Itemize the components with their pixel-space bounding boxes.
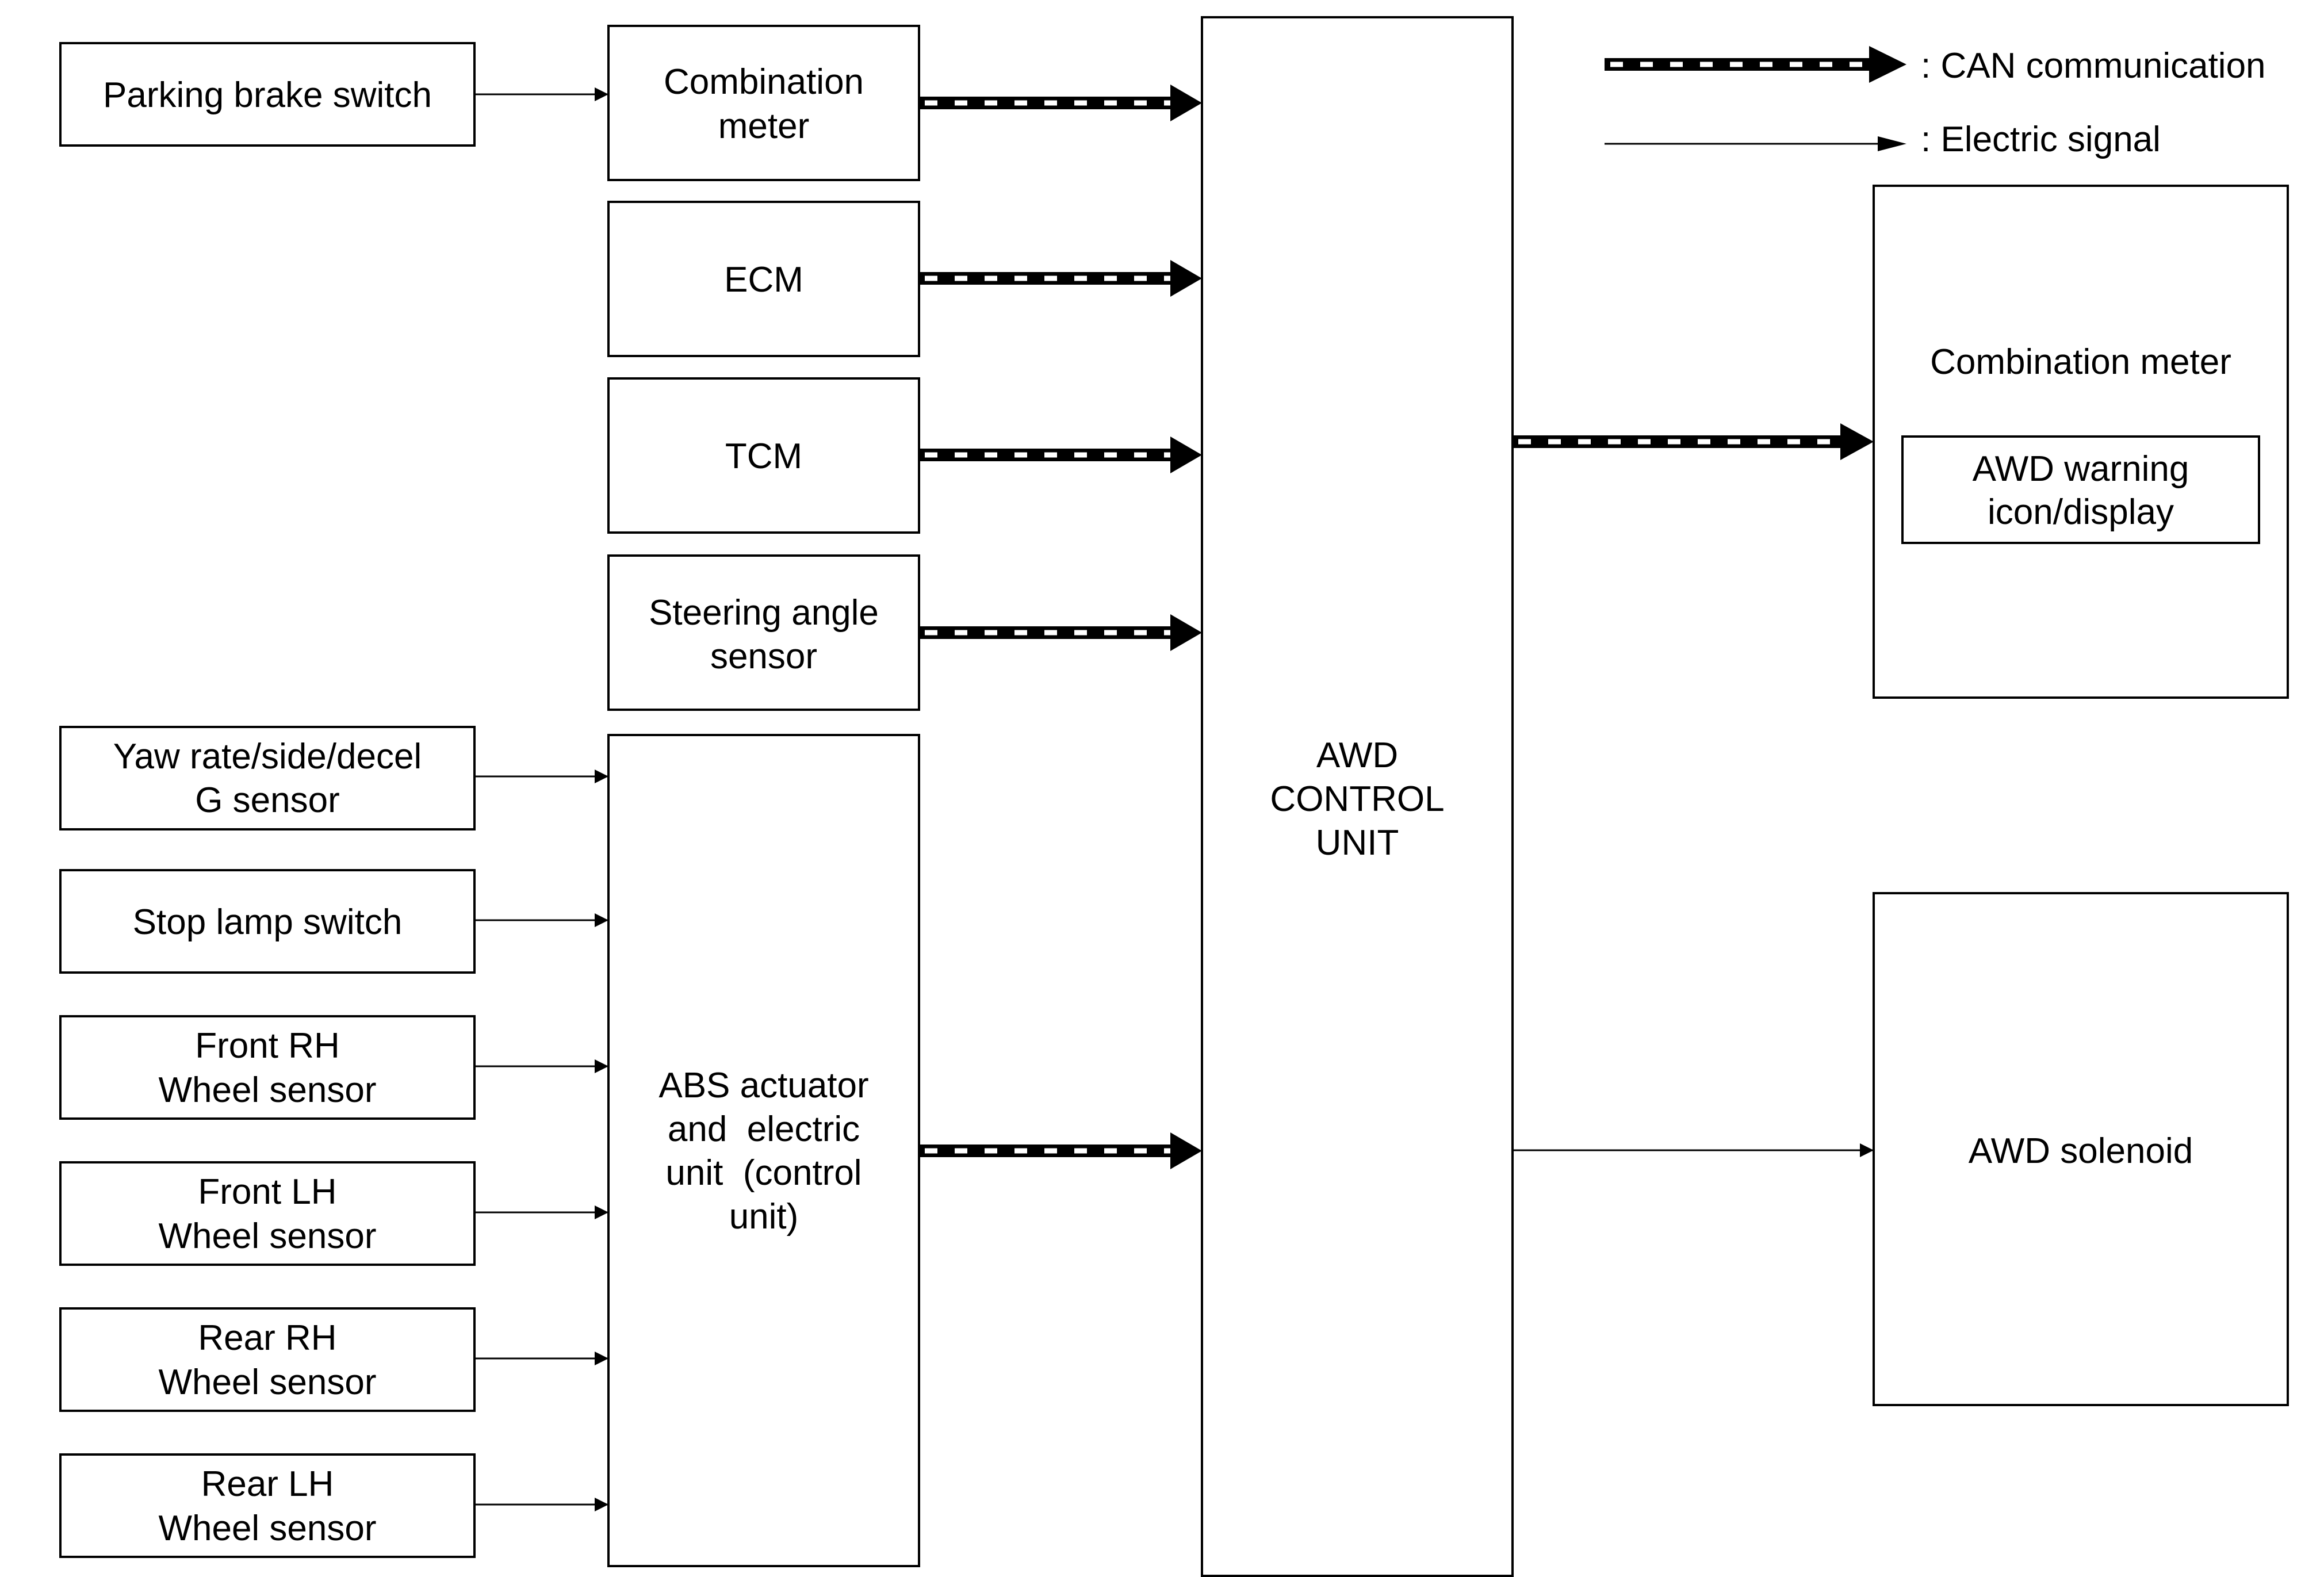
awd-warning-line-2: icon/display xyxy=(1988,492,2174,532)
can-arrow-combination-meter xyxy=(919,85,1202,121)
front-lh-wheel-sensor-line-2: Wheel sensor xyxy=(158,1216,376,1256)
can-arrow-abs-unit xyxy=(919,1132,1202,1169)
input-parking-brake-switch: Parking brake switch xyxy=(59,42,476,147)
ecm-label: ECM xyxy=(724,260,803,300)
input-front-rh-wheel-sensor: Front RH Wheel sensor xyxy=(59,1015,476,1120)
input-rear-lh-wheel-sensor: Rear LH Wheel sensor xyxy=(59,1453,476,1558)
rear-lh-wheel-sensor-line-2: Wheel sensor xyxy=(158,1509,376,1548)
output-combination-meter: Combination meter AWD warning icon/displ… xyxy=(1873,185,2289,699)
rear-lh-wheel-sensor-line-1: Rear LH xyxy=(201,1464,334,1504)
output-awd-solenoid: AWD solenoid xyxy=(1873,892,2289,1406)
can-arrow-ecm xyxy=(919,260,1202,297)
awd-control-unit-line-2: CONTROL xyxy=(1270,779,1444,819)
front-lh-wheel-sensor-line-1: Front LH xyxy=(198,1172,336,1212)
input-stop-lamp-switch: Stop lamp switch xyxy=(59,869,476,974)
input-yaw-rate-sensor: Yaw rate/side/decel G sensor xyxy=(59,726,476,830)
combination-meter-line-1: Combination xyxy=(664,62,864,102)
can-arrow-steering-angle xyxy=(919,614,1202,651)
stop-lamp-switch-label: Stop lamp switch xyxy=(133,902,403,942)
legend: : CAN communication : Electric signal xyxy=(1605,46,2266,159)
abs-unit-line-4: unit) xyxy=(729,1197,799,1237)
module-tcm: TCM xyxy=(607,377,920,534)
tcm-label: TCM xyxy=(725,437,802,476)
rear-rh-wheel-sensor-line-2: Wheel sensor xyxy=(158,1362,376,1402)
steering-angle-sensor-line-2: sensor xyxy=(710,637,817,676)
awd-warning-display: AWD warning icon/display xyxy=(1901,435,2260,544)
module-abs-unit: ABS actuator and electric unit (control … xyxy=(607,734,920,1567)
abs-unit-line-1: ABS actuator xyxy=(658,1066,868,1105)
input-rear-rh-wheel-sensor: Rear RH Wheel sensor xyxy=(59,1307,476,1412)
front-rh-wheel-sensor-line-1: Front RH xyxy=(195,1026,339,1066)
abs-unit-line-3: unit (control xyxy=(665,1153,862,1193)
can-arrow-tcm xyxy=(919,437,1202,473)
legend-can-arrow xyxy=(1605,46,1906,83)
electric-signal-wires-left xyxy=(474,87,608,1511)
combination-meter-line-2: meter xyxy=(718,106,809,146)
can-arrow-to-combination-meter xyxy=(1513,423,1874,460)
legend-electric-arrowhead xyxy=(1878,136,1906,151)
can-arrows-left xyxy=(919,85,1202,1169)
legend-can-label: : CAN communication xyxy=(1921,46,2266,86)
abs-unit-line-2: and electric xyxy=(668,1109,860,1149)
awd-warning-line-1: AWD warning xyxy=(1973,449,2189,489)
awd-control-unit-line-1: AWD xyxy=(1316,736,1398,775)
module-combination-meter: Combination meter xyxy=(607,25,920,181)
parking-brake-switch-label: Parking brake switch xyxy=(103,75,432,115)
module-steering-angle-sensor: Steering angle sensor xyxy=(607,554,920,711)
awd-control-unit-line-3: UNIT xyxy=(1316,823,1399,863)
yaw-rate-sensor-line-2: G sensor xyxy=(195,780,340,820)
legend-electric-label: : Electric signal xyxy=(1921,120,2161,159)
front-rh-wheel-sensor-line-2: Wheel sensor xyxy=(158,1070,376,1110)
input-front-lh-wheel-sensor: Front LH Wheel sensor xyxy=(59,1161,476,1266)
rear-rh-wheel-sensor-line-1: Rear RH xyxy=(198,1318,336,1358)
steering-angle-sensor-line-1: Steering angle xyxy=(649,593,879,633)
output-combination-meter-label: Combination meter xyxy=(1930,342,2231,382)
awd-control-unit: AWD CONTROL UNIT xyxy=(1201,16,1514,1577)
yaw-rate-sensor-line-1: Yaw rate/side/decel xyxy=(113,737,422,776)
module-ecm: ECM xyxy=(607,201,920,357)
awd-solenoid-label: AWD solenoid xyxy=(1969,1131,2193,1171)
